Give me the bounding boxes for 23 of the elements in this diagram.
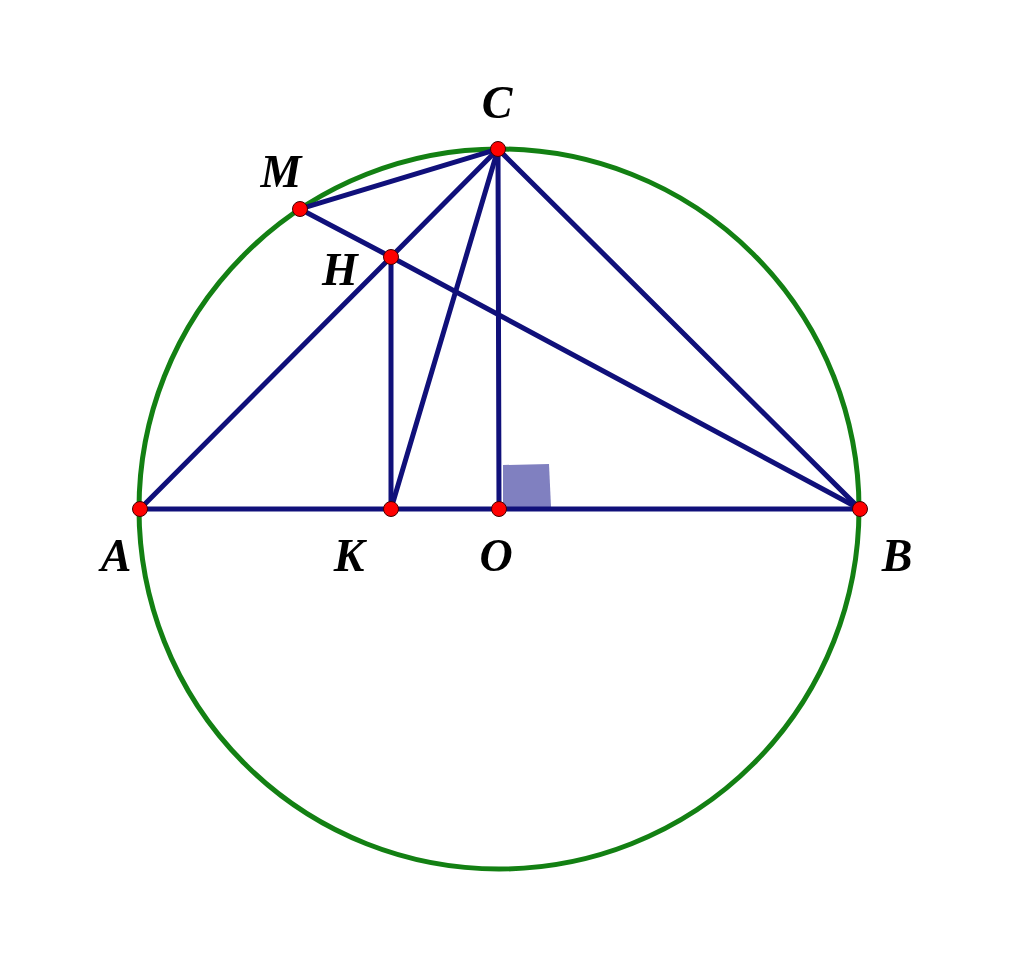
point-label: K bbox=[333, 533, 365, 579]
point-label: C bbox=[481, 80, 513, 126]
line-segment bbox=[305, 148, 493, 210]
point-label: B bbox=[881, 533, 913, 579]
line-segment bbox=[396, 506, 494, 512]
point-marker bbox=[852, 501, 868, 517]
point-label: M bbox=[260, 149, 302, 195]
point-marker bbox=[383, 501, 399, 517]
line-segment bbox=[504, 506, 855, 512]
point-label: A bbox=[100, 533, 132, 579]
point-label: O bbox=[479, 533, 513, 579]
line-segment bbox=[495, 154, 502, 504]
line-segment bbox=[394, 152, 495, 254]
line-segment bbox=[304, 210, 387, 256]
point-marker bbox=[132, 501, 148, 517]
point-marker bbox=[292, 201, 308, 217]
point-marker bbox=[490, 141, 506, 157]
line-segment bbox=[143, 260, 388, 506]
line-segment bbox=[501, 152, 857, 506]
point-label: H bbox=[322, 247, 358, 293]
point-marker bbox=[491, 501, 507, 517]
line-segment bbox=[388, 262, 394, 504]
line-segment bbox=[145, 506, 386, 512]
